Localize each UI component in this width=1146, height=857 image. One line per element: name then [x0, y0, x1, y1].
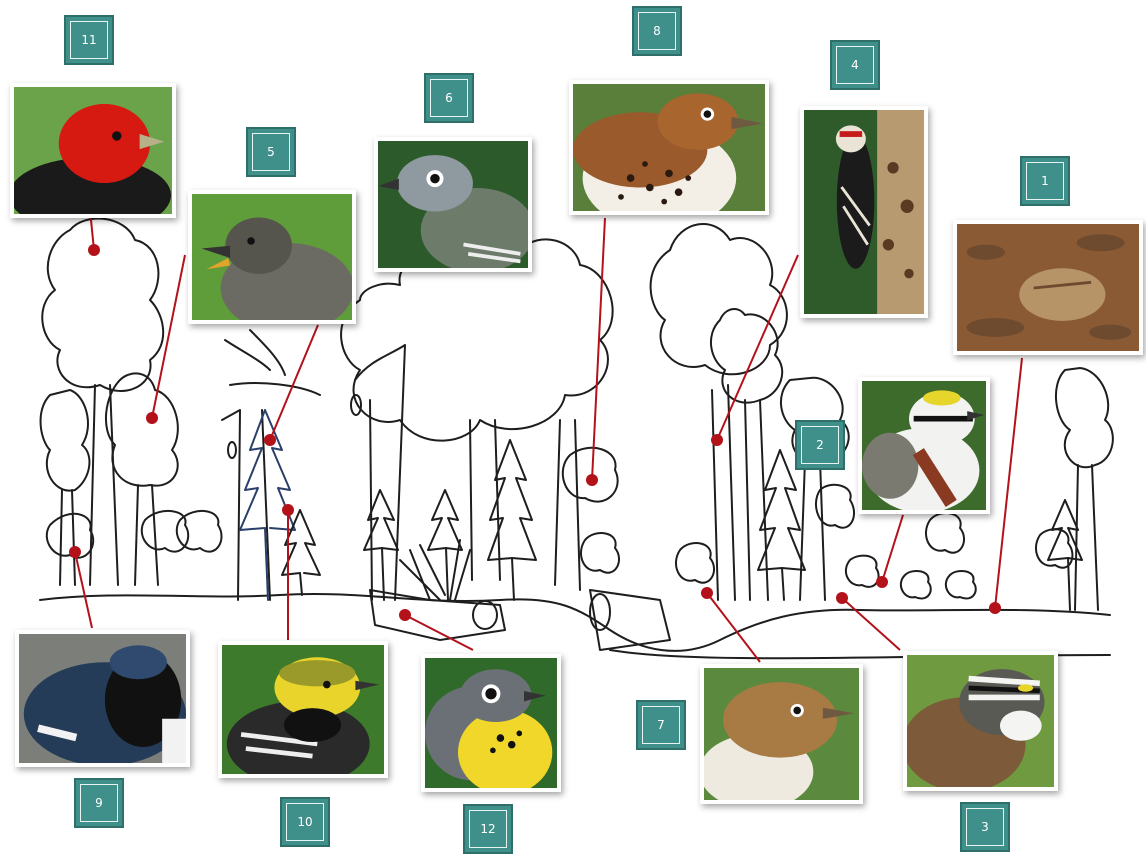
photo-3 — [903, 651, 1058, 791]
photo-5 — [188, 190, 356, 324]
photo-7 — [700, 664, 863, 804]
dead-snag-center — [354, 344, 406, 601]
label-4: 4 — [830, 40, 880, 90]
photo-6 — [374, 137, 532, 272]
log-left-end — [472, 600, 498, 630]
marker-7 — [701, 587, 713, 599]
conifer-blue — [239, 409, 296, 601]
marker-5 — [146, 412, 158, 424]
snag-cavity — [227, 441, 237, 459]
label-12: 12 — [463, 804, 513, 854]
marker-1 — [989, 602, 1001, 614]
tree-canopy-far-right — [1054, 367, 1114, 469]
ferns-center — [399, 539, 471, 601]
marker-8 — [586, 474, 598, 486]
photo-12 — [421, 654, 561, 792]
tree-canopy-right-2 — [709, 308, 784, 404]
marker-3 — [836, 592, 848, 604]
bird-black-throated-blue-warbler-icon — [19, 634, 186, 763]
bird-eastern-wood-pewee-icon — [192, 194, 352, 320]
tree-canopy-far-left — [39, 389, 91, 492]
label-2: 2 — [795, 420, 845, 470]
log-left — [369, 589, 506, 641]
leader-1 — [994, 357, 1023, 609]
label-3: 3 — [960, 802, 1010, 852]
conifer-center — [487, 439, 537, 601]
photo-8 — [569, 80, 769, 215]
leader-5 — [151, 254, 186, 419]
photo-10 — [218, 641, 388, 778]
bird-white-throated-sparrow-icon — [907, 655, 1054, 787]
label-9: 9 — [74, 778, 124, 828]
snag-cavity-center — [350, 394, 362, 416]
label-6: 6 — [424, 73, 474, 123]
shrub-far-right — [1035, 528, 1074, 569]
marker-10 — [282, 504, 294, 516]
leader-3 — [841, 597, 901, 651]
dead-snag — [221, 382, 321, 601]
shrub-center — [561, 446, 619, 503]
leader-5b — [269, 324, 319, 441]
bird-ovenbird-icon — [957, 224, 1139, 351]
tree-canopy-right — [649, 223, 788, 376]
marker-12 — [399, 609, 411, 621]
marker-9 — [69, 546, 81, 558]
conifer-center-3 — [427, 489, 463, 601]
bird-scarlet-tanager-icon — [14, 87, 172, 214]
marker-2 — [876, 576, 888, 588]
shrub-left — [45, 512, 95, 559]
ground-line — [39, 592, 1111, 652]
bird-canada-warbler-icon — [425, 658, 557, 788]
tree-trunk-right-3 — [799, 459, 826, 601]
leader-12 — [404, 614, 474, 651]
photo-1 — [953, 220, 1143, 355]
leader-7 — [706, 592, 761, 663]
tree-trunk-far-left — [59, 489, 76, 586]
shrub-center-2 — [580, 532, 620, 574]
label-5: 5 — [246, 127, 296, 177]
log-center-end — [589, 593, 611, 631]
bird-chestnut-sided-warbler-icon — [862, 381, 986, 510]
label-1: 1 — [1020, 156, 1070, 206]
shrubs-left-row — [140, 509, 223, 553]
conifer-center-2 — [363, 489, 399, 601]
leader-8 — [591, 217, 606, 481]
snag-branches — [224, 329, 286, 376]
bird-wood-thrush-icon — [573, 84, 765, 211]
bird-blue-headed-vireo-icon — [378, 141, 528, 268]
photo-2 — [858, 377, 990, 514]
marker-10-top — [264, 434, 276, 446]
bird-veery-icon — [704, 668, 859, 800]
tree-canopy-left — [41, 217, 165, 392]
photo-9 — [15, 630, 190, 767]
leader-9 — [74, 551, 93, 629]
tree-trunk-left — [89, 384, 119, 586]
conifer-right — [757, 449, 806, 601]
marker-4 — [711, 434, 723, 446]
leader-2 — [881, 514, 904, 583]
label-11: 11 — [64, 15, 114, 65]
label-8: 8 — [632, 6, 682, 56]
bird-black-throated-green-warbler-icon — [222, 645, 384, 774]
bird-yellow-bellied-sapsucker-icon — [804, 110, 924, 314]
tree-trunk-right — [711, 384, 769, 601]
tree-canopy-left-2 — [104, 372, 179, 487]
leader-4 — [716, 254, 799, 441]
photo-11 — [10, 83, 176, 218]
tree-trunk-left-2 — [134, 484, 159, 586]
marker-11 — [88, 244, 100, 256]
label-7: 7 — [636, 700, 686, 750]
photo-4 — [800, 106, 928, 318]
tree-trunk-far-right — [1074, 464, 1099, 611]
label-10: 10 — [280, 797, 330, 847]
